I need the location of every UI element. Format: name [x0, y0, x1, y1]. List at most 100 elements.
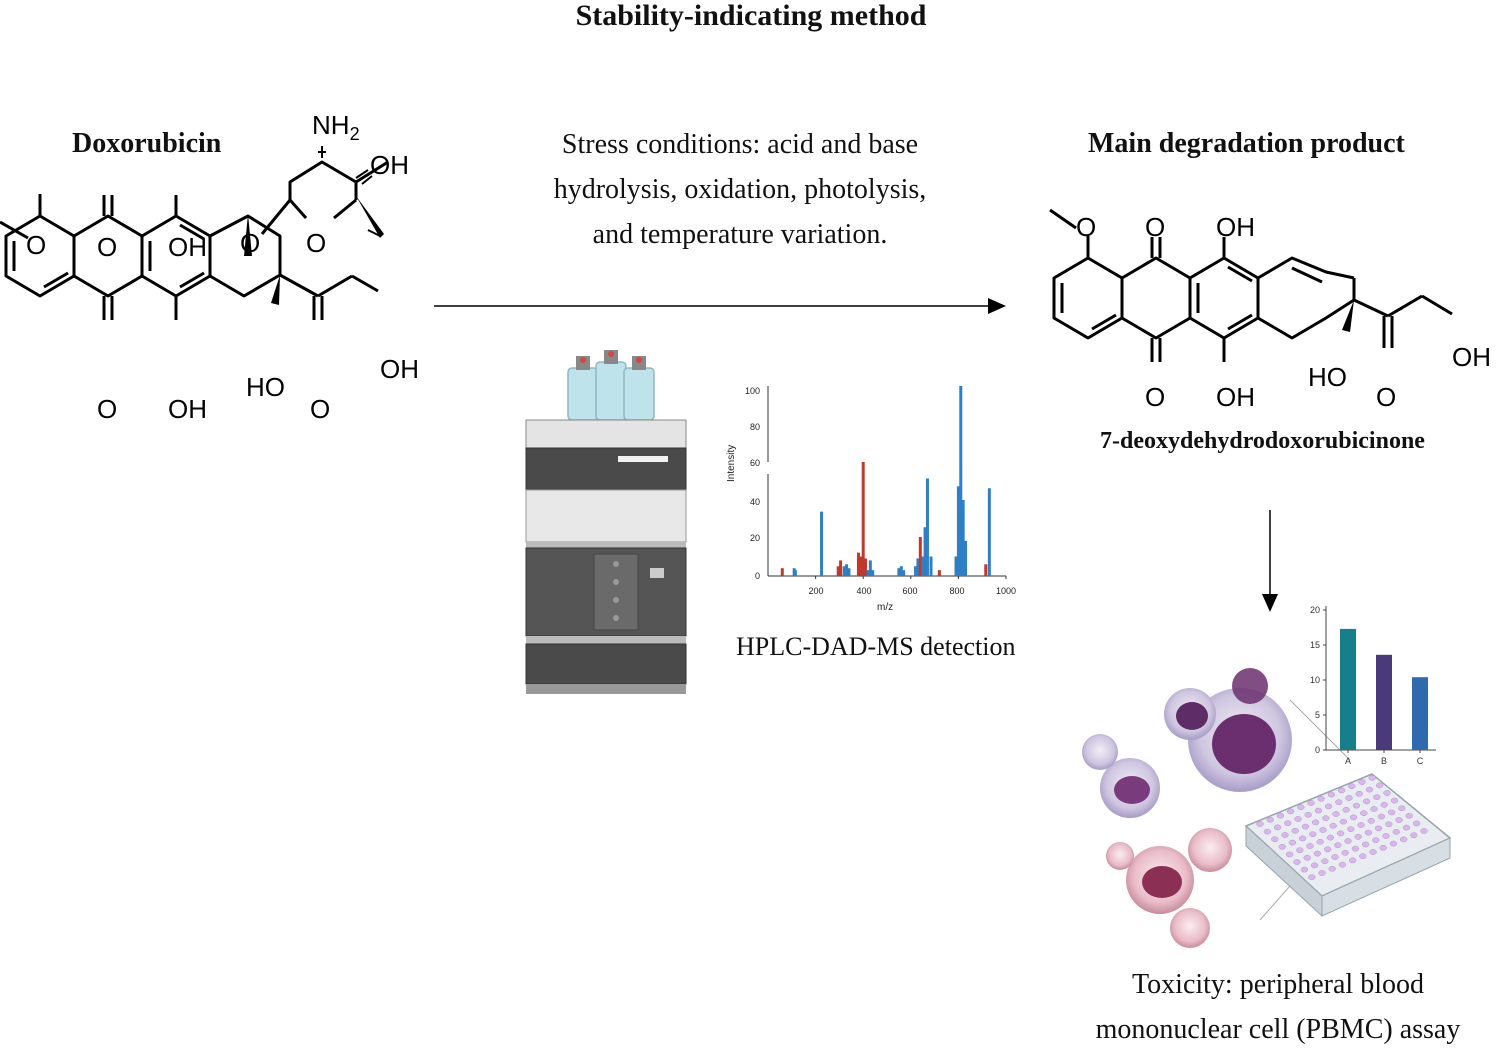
plate-well [1341, 849, 1349, 856]
plate-well [1338, 861, 1347, 868]
plate-well [1278, 843, 1286, 850]
ms-ticks [815, 576, 1007, 579]
plate-well [1348, 857, 1357, 864]
plate-well [1348, 783, 1356, 790]
ms-peak [780, 568, 784, 576]
plate-well [1321, 858, 1329, 865]
bar-xtick-label: B [1381, 756, 1387, 766]
ms-peak [871, 570, 875, 576]
plate-well [1354, 833, 1362, 840]
bar-ytick-label: 20 [1310, 605, 1320, 615]
ho-atom: HO [246, 372, 285, 402]
methoxy-o-atom: O [26, 230, 46, 260]
plate-well [1349, 814, 1358, 821]
ms-peak [914, 566, 918, 576]
phenol-oh-top: OH [168, 232, 207, 262]
plate-well [1389, 840, 1398, 847]
ms-ytick-20: 20 [750, 533, 760, 543]
plate-well [1377, 813, 1386, 820]
bar-C [1412, 677, 1428, 750]
plate-well [1313, 850, 1322, 857]
plate-well [1345, 795, 1353, 801]
ms-peak [861, 462, 865, 576]
plate-well [1383, 790, 1391, 796]
ms-peak [859, 556, 863, 576]
ms-xtick-400: 400 [856, 586, 871, 596]
bar-ytick-label: 5 [1315, 710, 1320, 720]
plate-well [1374, 825, 1383, 832]
plate-well [1380, 801, 1388, 808]
plate-well [1335, 799, 1343, 806]
p-phenol-oh-top: OH [1216, 212, 1255, 242]
plate-well [1266, 816, 1274, 823]
p-ho-atom: HO [1308, 362, 1347, 392]
plate-well [1276, 812, 1285, 819]
ms-bars [780, 386, 991, 576]
plate-well [1301, 823, 1310, 830]
ms-xtick-1000: 1000 [996, 586, 1016, 596]
ms-peak [937, 570, 941, 576]
plate-well [1307, 800, 1315, 806]
plate-well [1336, 830, 1345, 837]
ms-peak [899, 566, 903, 576]
plate-well [1303, 854, 1311, 861]
plate-well [1385, 821, 1393, 828]
blood-cells [1082, 668, 1292, 948]
plate-well [1256, 821, 1264, 827]
plate-well [1286, 808, 1295, 815]
plate-well [1284, 820, 1292, 827]
plate-well [1314, 807, 1323, 814]
quinone-o-top: O [97, 232, 117, 262]
ms-xtick-600: 600 [902, 586, 917, 596]
bar-ytick-label: 0 [1315, 745, 1320, 755]
ms-peak [856, 552, 860, 576]
product-name: 7-deoxydehydrodoxorubicinone [1100, 428, 1425, 454]
doxorubicin-label: Doxorubicin [72, 128, 222, 159]
plate-well [1357, 822, 1365, 828]
plate-well [1402, 824, 1411, 831]
degradation-product-structure: O O O OH OH HO O OH [1049, 208, 1491, 412]
plate-well [1306, 843, 1314, 849]
ms-ytick-40: 40 [750, 497, 760, 507]
bar-B [1376, 654, 1392, 750]
plate-well [1317, 795, 1325, 802]
plate-well [1364, 829, 1373, 836]
plate-well [1318, 870, 1326, 876]
quinone-o-bottom: O [97, 394, 117, 424]
degradation-product-heading: Main degradation product [1088, 128, 1405, 159]
plate-well [1324, 803, 1333, 810]
down-arrow [1262, 510, 1278, 612]
ms-xtick-200: 200 [808, 586, 823, 596]
ms-peak [897, 568, 901, 576]
plate-well [1271, 836, 1279, 843]
phenol-oh-bottom: OH [168, 394, 207, 424]
ms-xlabel: m/z [877, 602, 893, 613]
plate-well [1273, 824, 1282, 831]
side-oh-atom: OH [380, 354, 419, 384]
process-arrow [434, 298, 1006, 314]
ms-ytick-80: 80 [750, 422, 760, 432]
plate-well [1297, 804, 1305, 811]
p-methoxy-o: O [1076, 212, 1096, 242]
plate-well [1298, 835, 1307, 842]
plate-well [1296, 847, 1304, 854]
plate-well [1326, 834, 1335, 841]
plate-well [1300, 866, 1309, 873]
plate-well [1370, 806, 1378, 812]
well-plate [1244, 773, 1452, 918]
plate-well [1331, 854, 1339, 860]
p-quinone-o-top: O [1145, 212, 1165, 242]
plate-well [1382, 833, 1390, 839]
plate-well [1281, 832, 1289, 838]
plate-well [1328, 865, 1336, 872]
toxicity-line-1: Toxicity: peripheral blood [1132, 969, 1424, 1000]
bar-ytick-label: 10 [1310, 675, 1320, 685]
plate-well [1311, 819, 1320, 826]
ms-peak [845, 564, 849, 576]
plate-well [1375, 782, 1384, 789]
plate-well [1360, 810, 1368, 817]
ms-spectrum-chart: Intensity m/z 100 80 60 40 20 0 200 400 … [726, 386, 1016, 613]
ms-peak [793, 570, 797, 576]
plate-well [1372, 837, 1380, 844]
